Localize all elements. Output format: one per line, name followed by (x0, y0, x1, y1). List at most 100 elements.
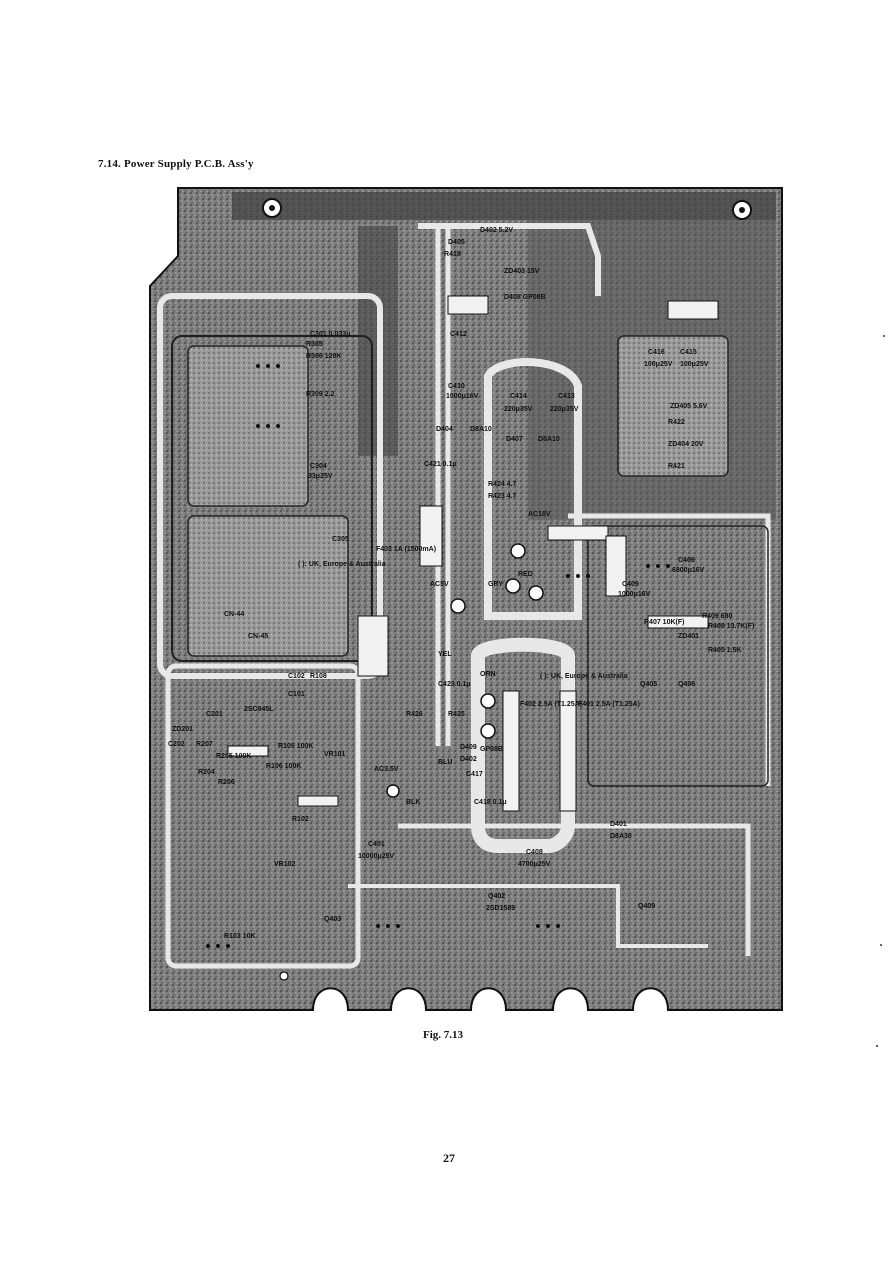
label-c305: C305 (332, 536, 349, 543)
label-c416: C416 (648, 349, 665, 356)
label-zd405: ZD405 5.6V (670, 403, 708, 410)
label-q405: Q405 (640, 681, 657, 688)
label-ac35v: AC3.5V (374, 766, 399, 773)
trace-u-loop (471, 637, 575, 853)
label-q402-val: 2SD1589 (486, 905, 515, 912)
label-c410: C410 (448, 383, 465, 390)
label-c414: C414 (510, 393, 527, 400)
label-d401: D401 (610, 821, 627, 828)
label-c301: C301 0.033μ (310, 331, 350, 338)
label-d406: D8A10 (538, 436, 560, 443)
cap-yel (450, 598, 466, 614)
label-d405: D405 (448, 239, 465, 246)
label-c415-val: 100μ25V (680, 361, 709, 368)
label-r409: R409 680 (702, 613, 732, 620)
label-q406: Q406 (678, 681, 695, 688)
label-red: RED (518, 571, 533, 578)
label-c408: C408 (526, 849, 543, 856)
label-c421: C421 0.1μ (424, 461, 457, 468)
label-r408: R408 13.7K(F) (708, 623, 754, 630)
label-r418: R418 (444, 251, 461, 258)
label-r105: R105 100K (278, 743, 313, 750)
label-c417: C417 (466, 771, 483, 778)
label-c409: C409 (622, 581, 639, 588)
label-vr102: VR102 (274, 861, 296, 868)
figure-caption: Fig. 7.13 (423, 1029, 464, 1041)
label-f402: F402 2.5A (T1.25A) (520, 701, 582, 708)
label-uk-note-1: ( ): UK, Europe & Australia (298, 561, 386, 568)
label-r421: R421 (668, 463, 685, 470)
label-c101: C101 (288, 691, 305, 698)
label-q402: Q402 (488, 893, 505, 900)
label-ac5v: AC5V (430, 581, 449, 588)
label-c413: C413 (558, 393, 575, 400)
label-r423: R423 4.7 (488, 493, 517, 500)
right-component-area (587, 525, 769, 787)
label-c414-val: 220μ35V (504, 406, 533, 413)
label-c423: C423 0.1μ (438, 681, 471, 688)
trace-loop-lower-left (165, 663, 361, 969)
label-d407: D407 (506, 436, 523, 443)
margin-speck (883, 335, 885, 337)
label-r426: R426 (406, 711, 423, 718)
label-d8a30: D8A30 (610, 833, 632, 840)
label-zd201: ZD201 (172, 726, 193, 733)
label-blk: BLK (406, 799, 420, 806)
label-cn45: CN-45 (248, 633, 268, 640)
label-r204: R204 (198, 769, 215, 776)
label-c406: C406 (678, 557, 695, 564)
margin-speck (876, 1045, 878, 1047)
label-d402: D402 5.2V (480, 227, 513, 234)
label-f401: F401 2.5A (T1.25A) (578, 701, 640, 708)
top-copper-band (232, 192, 776, 220)
ic-block-upper-left (187, 345, 309, 507)
trace-loop-left (157, 293, 383, 679)
label-r405: R405 1.5K (708, 647, 741, 654)
label-f403: F403 1A (1500mA) (376, 546, 436, 553)
label-gry: GRY (488, 581, 503, 588)
ic-block-mid-left (187, 515, 349, 657)
label-c304-val: 33μ25V (308, 473, 333, 480)
connector-block-1 (357, 615, 389, 677)
fuse-f402 (502, 690, 520, 812)
label-r424: R424 4.7 (488, 481, 517, 488)
pcb-svg: D402 5.2V D405 R418 ZD403 15V D408 GP08B… (149, 187, 783, 1011)
label-r306: R306 120K (306, 353, 341, 360)
label-ic101: 2SC945L (244, 706, 274, 713)
mount-hole-bl (279, 971, 289, 981)
label-c415: C415 (680, 349, 697, 356)
label-cn44: CN-44 (224, 611, 244, 618)
label-d408: D408 GP08B (504, 294, 546, 301)
label-r207: R207 (196, 741, 213, 748)
pcb-diagram: D402 5.2V D405 R418 ZD403 15V D408 GP08B… (148, 186, 784, 1012)
label-c412: C412 (450, 331, 467, 338)
label-d409: D409 (460, 744, 477, 751)
label-c408-val: 4700μ25V (518, 861, 551, 868)
label-r309: R309 2.2 (306, 391, 335, 398)
label-r206: R206 (218, 779, 235, 786)
label-zd401: ZD401 (678, 633, 699, 640)
margin-speck (880, 944, 882, 946)
label-r102: R102 (292, 816, 309, 823)
label-r106: R106 100K (266, 763, 301, 770)
label-c413-val: 220μ35V (550, 406, 579, 413)
label-r305: R305 (306, 341, 323, 348)
label-c202: C202 (168, 741, 185, 748)
connector-block-4 (667, 300, 719, 320)
label-d402b: D402 (460, 756, 477, 763)
label-q409: Q409 (638, 903, 655, 910)
connector-block-2 (605, 535, 627, 597)
label-c201: C201 (206, 711, 223, 718)
label-c102: C102 (288, 673, 305, 680)
section-heading: 7.14. Power Supply P.C.B. Ass'y (98, 158, 254, 170)
label-c409-val: 1000μ16V (618, 591, 651, 598)
label-r425: R425 (448, 711, 465, 718)
label-c304: C304 (310, 463, 327, 470)
label-d404: D404 (436, 426, 453, 433)
label-r407: R407 10K(F) (644, 619, 684, 626)
page-number: 27 (443, 1151, 455, 1165)
label-c416-val: 100μ25V (644, 361, 673, 368)
label-yel: YEL (438, 651, 452, 658)
label-zd404: ZD404 20V (668, 441, 704, 448)
fuse-f403 (419, 505, 443, 567)
